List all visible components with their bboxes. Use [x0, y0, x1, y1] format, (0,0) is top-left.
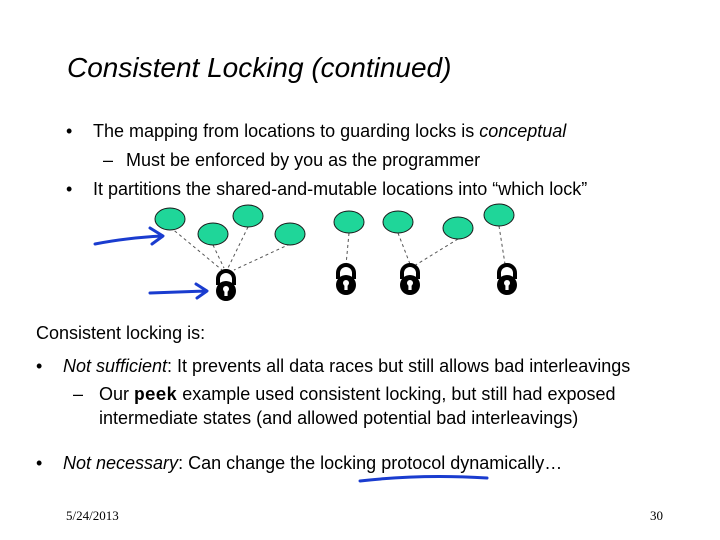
footer-date: 5/24/2013	[66, 508, 119, 523]
hand-drawn-underline	[358, 475, 489, 483]
bullet-text: example used consistent locking, but sti…	[177, 384, 616, 404]
location-nodes	[154, 203, 515, 246]
bullet-marker: •	[36, 356, 43, 376]
bullet-not-necessary: Not necessary: Can change the locking pr…	[63, 453, 562, 474]
bullet-text: Our	[99, 384, 135, 404]
guard-lines	[169, 225, 506, 271]
bullet-text: : It prevents all data races but still a…	[167, 356, 631, 376]
location-node	[274, 222, 306, 246]
location-node	[483, 203, 515, 227]
page-number: 30	[650, 508, 663, 523]
bullet-emphasis: Not sufficient	[63, 356, 168, 376]
location-node	[442, 216, 474, 240]
padlock-icon	[398, 263, 422, 297]
bullet-partitions: It partitions the shared-and-mutable loc…	[93, 179, 588, 199]
consistent-locking-intro: Consistent locking is:	[36, 323, 206, 343]
code-peek: peek	[134, 386, 178, 406]
hand-drawn-arrow	[93, 226, 165, 246]
bullet-text: : Can change the locking protocol dynami…	[178, 453, 563, 473]
location-node	[382, 210, 414, 234]
padlock-icon	[214, 269, 238, 303]
sub-bullet-enforced: Must be enforced by you as the programme…	[126, 150, 481, 170]
bullet-marker: •	[66, 179, 73, 199]
bullet-mapping: The mapping from locations to guarding l…	[93, 121, 566, 142]
bullet-emphasis: conceptual	[479, 121, 567, 141]
slide-title: Consistent Locking (continued)	[67, 52, 452, 83]
sub-bullet-marker: –	[73, 384, 84, 404]
bullet-text: The mapping from locations to guarding l…	[93, 121, 480, 141]
bullet-not-sufficient: Not sufficient: It prevents all data rac…	[63, 356, 630, 377]
location-node	[232, 204, 264, 228]
padlock-icon	[334, 263, 358, 297]
hand-drawn-arrow	[148, 282, 209, 300]
bullet-emphasis: Not necessary	[63, 453, 179, 473]
sub-bullet-marker: –	[103, 150, 114, 170]
location-node	[197, 222, 229, 246]
location-node	[333, 210, 365, 234]
sub-bullet-peek: Our peek example used consistent locking…	[99, 384, 616, 406]
bullet-marker: •	[66, 121, 73, 141]
padlock-icon	[495, 263, 519, 297]
bullet-marker: •	[36, 453, 43, 473]
sub-bullet-peek-continued: intermediate states (and allowed potenti…	[99, 408, 579, 428]
location-node	[154, 207, 186, 231]
